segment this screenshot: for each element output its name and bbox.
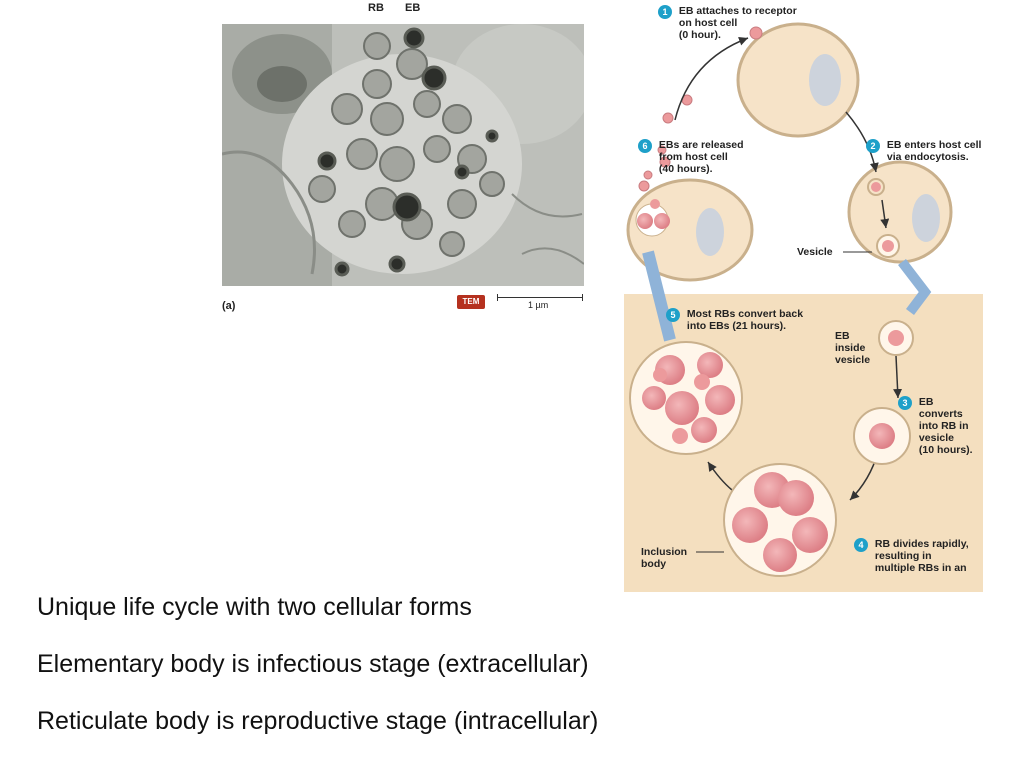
vesicle-label: Vesicle [797,246,833,258]
micrograph-texture [222,24,584,286]
bullet-list: Unique life cycle with two cellular form… [37,587,598,758]
eb-inside-line-1: EB [835,330,850,342]
step-4-badge: 4 [854,538,868,552]
bullet-2: Elementary body is infectious stage (ext… [37,650,589,678]
step-3-line-4: vesicle [918,432,954,444]
step-5: 5 Most RBs convert back into EBs (21 hou… [666,308,803,332]
step-3-badge: 3 [898,396,912,410]
rb-in-vesicle [853,407,911,465]
tem-micrograph [222,24,584,286]
inclusion-body-dividing [723,463,837,577]
eb-in-vesicle [878,320,914,356]
step-4: 4 RB divides rapidly, resulting in multi… [854,538,969,574]
eb-inside-vesicle-label: EB inside vesicle [835,330,870,366]
step-1-line-1: EB attaches to receptor [678,5,797,17]
inclusion-body-converting [629,341,743,455]
step-5-badge: 5 [666,308,680,322]
step-2-line-1: EB enters host cell [886,139,982,151]
eb-inside-line-3: vesicle [835,354,871,366]
step-1: 1 EB attaches to receptor on host cell (… [658,5,797,41]
inclusion-line-2: body [641,558,667,570]
step-1-line-2: on host cell [678,17,738,29]
step-6-line-1: EBs are released [658,139,744,151]
step-3: 3 EB converts into RB in vesicle (10 hou… [898,396,973,456]
step-5-line-2: into EBs (21 hours). [686,320,787,332]
step-4-line-3: multiple RBs in an [874,562,967,574]
step-6-badge: 6 [638,139,652,153]
host-cell-top [736,22,860,138]
step-4-line-2: resulting in [874,550,932,562]
inclusion-body-label: Inclusion body [641,546,687,570]
bullet-1: Unique life cycle with two cellular form… [37,593,472,621]
scale-label: 1 µm [528,300,549,310]
step-2: 2 EB enters host cell via endocytosis. [866,139,981,163]
step-1-badge: 1 [658,5,672,19]
step-4-line-1: RB divides rapidly, [874,538,969,550]
step-3-line-1: EB [918,396,934,408]
step-6-line-2: from host cell [658,151,728,163]
rb-label: RB [368,2,384,14]
panel-letter: (a) [222,300,236,312]
life-cycle-diagram: 1 EB attaches to receptor on host cell (… [620,0,986,592]
step-6-line-3: (40 hours). [658,163,713,175]
step-3-line-5: (10 hours). [918,444,973,456]
eb-label: EB [405,2,421,14]
step-6: 6 EBs are released from host cell (40 ho… [638,139,744,175]
step-5-line-1: Most RBs convert back [686,308,804,320]
bullet-3: Reticulate body is reproductive stage (i… [37,707,599,735]
eb-inside-line-2: inside [835,342,866,354]
host-cell-right [847,160,953,264]
step-3-line-3: into RB in [918,420,969,432]
free-ebs [638,94,693,192]
scale-bar [497,294,583,301]
tem-badge: TEM [457,295,485,309]
step-2-badge: 2 [866,139,880,153]
step-2-line-2: via endocytosis. [886,151,969,163]
diagram-graphics [624,22,983,592]
inclusion-line-1: Inclusion [641,546,688,558]
step-3-line-2: converts [918,408,963,420]
host-cell-left [626,178,754,282]
step-1-line-3: (0 hour). [678,29,721,41]
